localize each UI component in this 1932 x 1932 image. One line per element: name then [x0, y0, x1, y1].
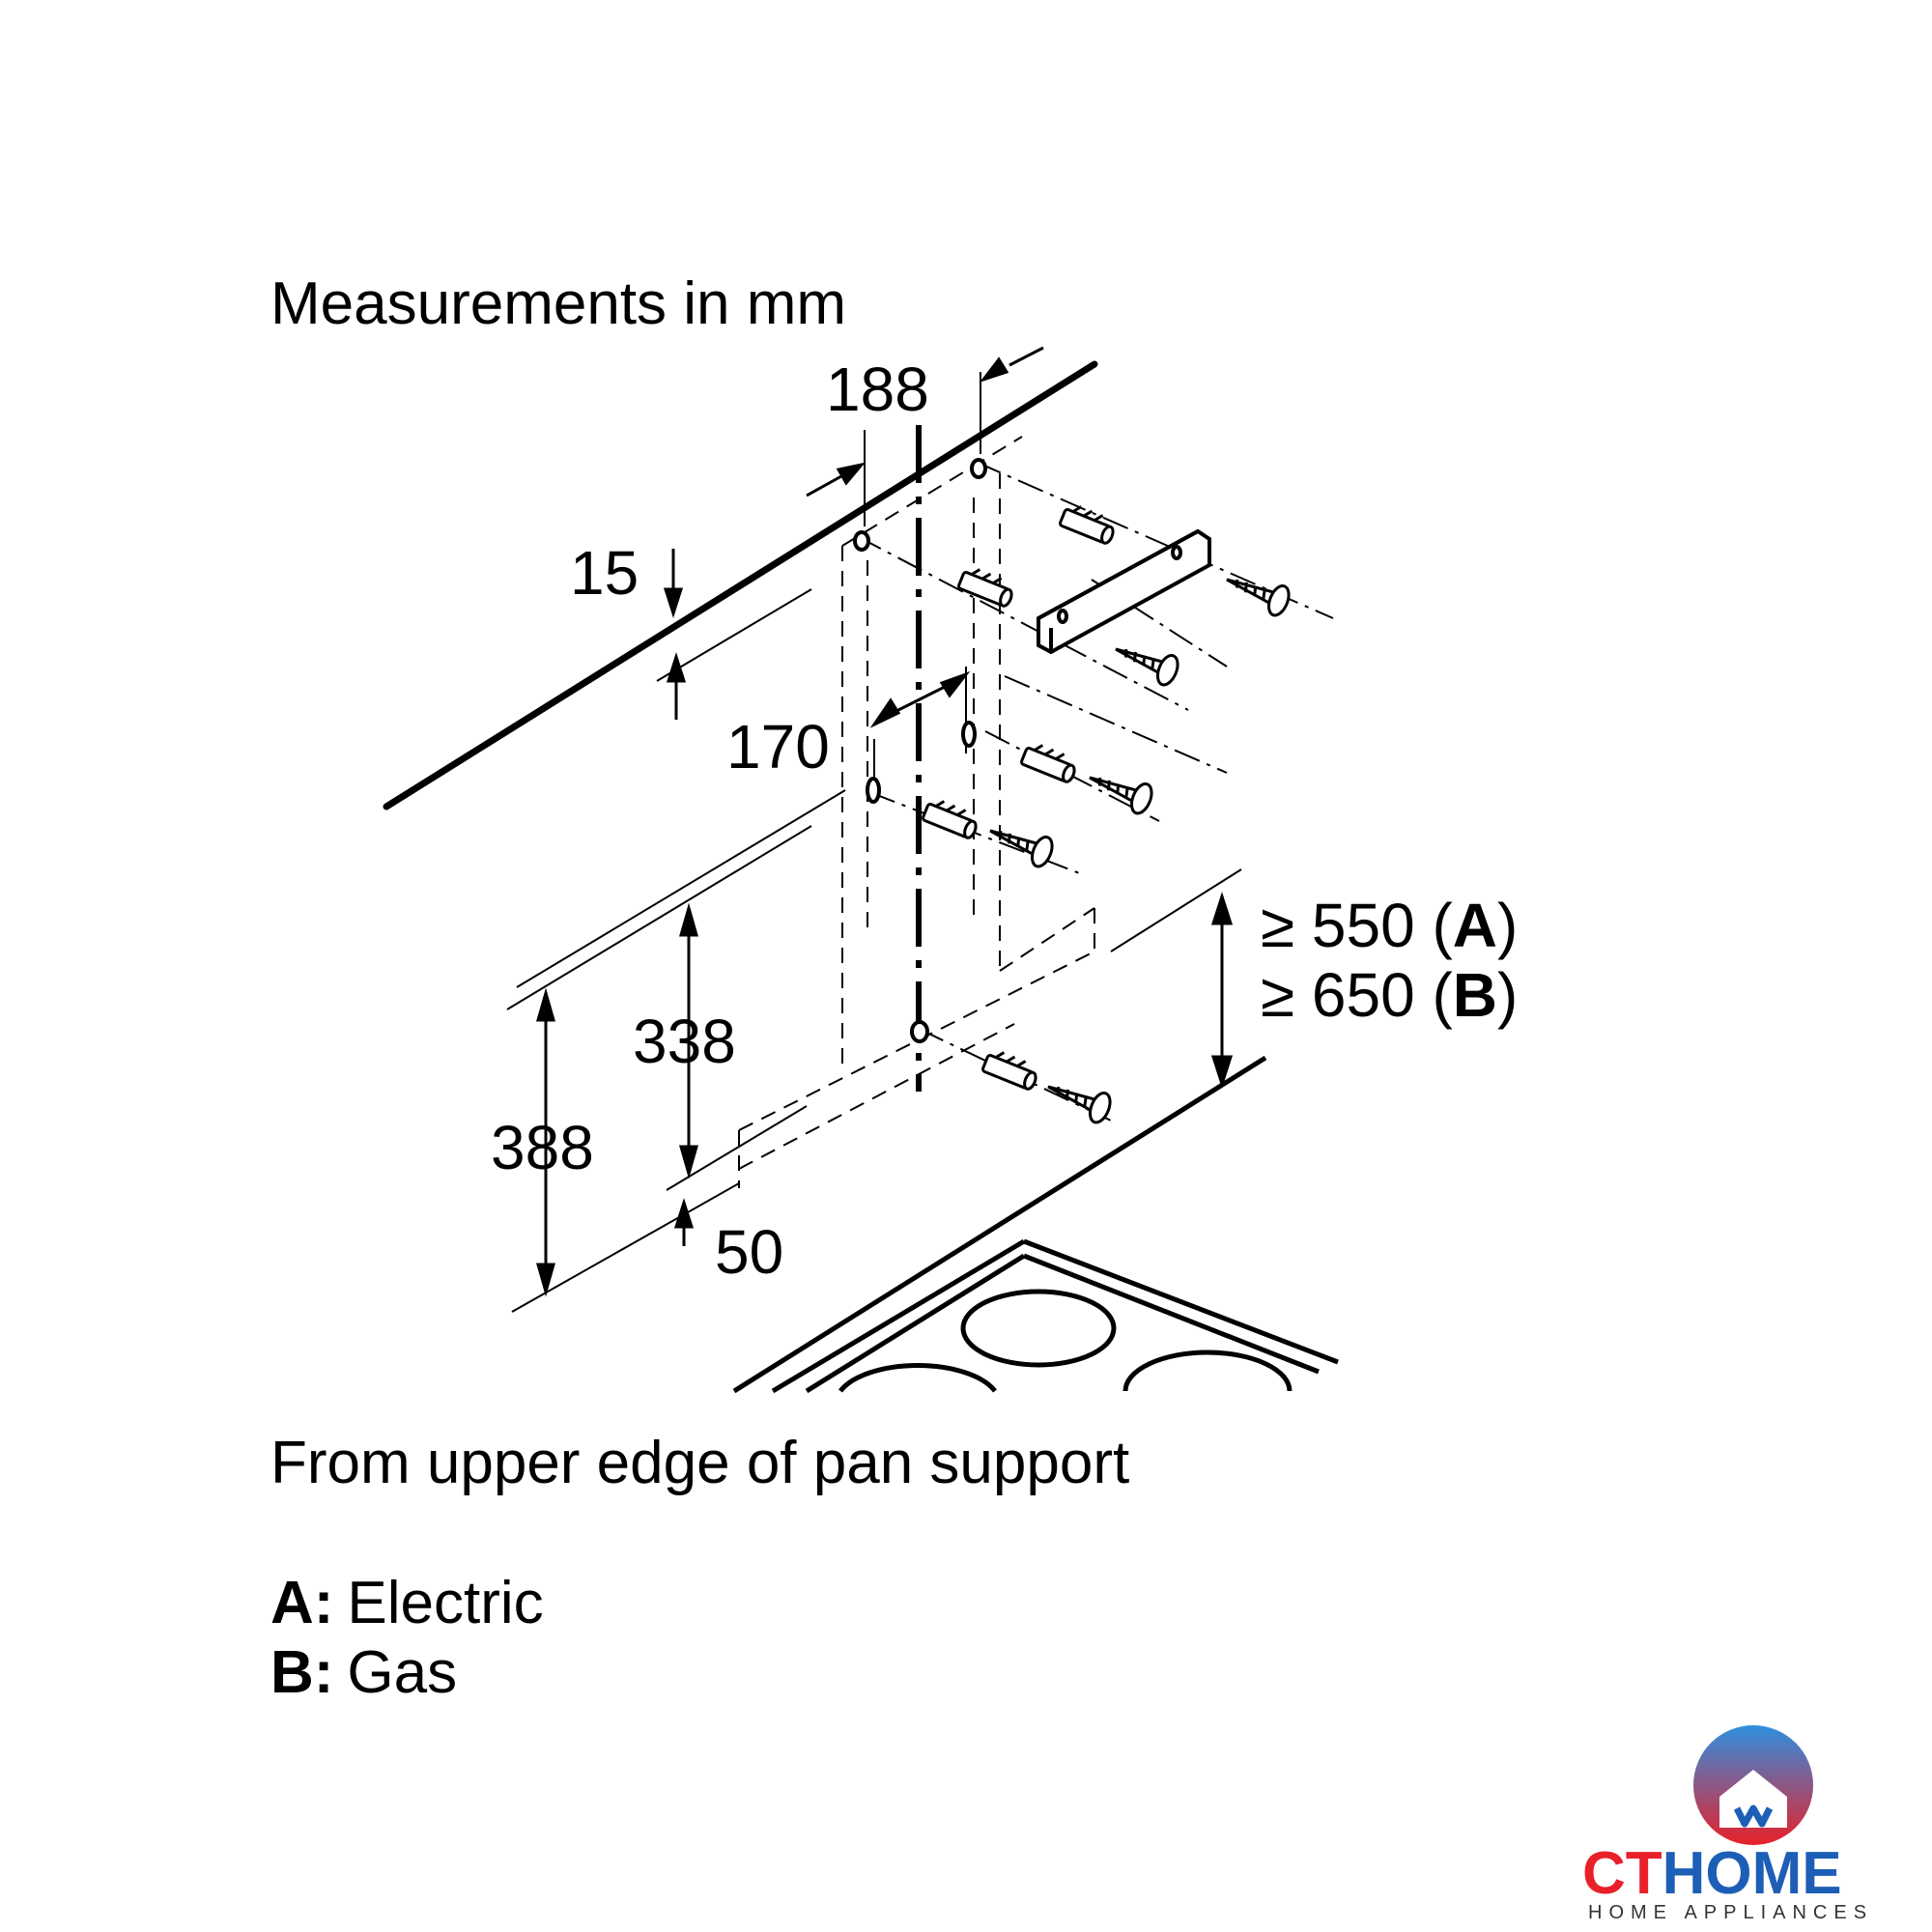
dim-188: 188 — [826, 355, 929, 424]
screw-icon — [1226, 578, 1291, 617]
screw-icon — [1115, 647, 1179, 687]
svg-text:CTHOME: CTHOME — [1582, 1840, 1842, 1907]
cthome-logo-icon: CTHOME HOME APPLIANCES — [1582, 1725, 1873, 1923]
screw-icon — [989, 829, 1054, 868]
mounting-holes — [853, 458, 987, 1043]
brand-logo: CTHOME HOME APPLIANCES — [1575, 1719, 1903, 1923]
wall-plug-icon — [1020, 744, 1076, 783]
wall-plug-icon — [957, 568, 1013, 608]
cooktop — [732, 1055, 1339, 1394]
cooktop-burner-rear — [960, 1289, 1117, 1368]
wall-plug-icon — [981, 1051, 1037, 1091]
mounting-bracket — [1037, 528, 1211, 655]
dim-min-gas: ≥ 650 (B) — [1261, 960, 1518, 1030]
logo-tagline: HOME APPLIANCES — [1588, 1902, 1873, 1922]
screw-icon — [1047, 1085, 1112, 1124]
heading: Measurements in mm — [270, 270, 846, 337]
pan-support-note: From upper edge of pan support — [270, 1430, 1129, 1496]
screws — [989, 578, 1291, 1124]
cooktop-burner-front-right — [1122, 1350, 1293, 1392]
ceiling-edge — [383, 360, 1098, 810]
reference-lines — [506, 372, 1242, 1313]
dim-15: 15 — [570, 538, 639, 608]
dim-min-electric: ≥ 550 (A) — [1261, 891, 1518, 960]
logo-brand-blue: HOME — [1662, 1840, 1842, 1907]
legend-item-b: B:Gas — [270, 1639, 457, 1706]
logo-brand-red: CT — [1582, 1840, 1662, 1907]
dimension-arrows — [536, 346, 1234, 1297]
dim-170: 170 — [726, 712, 830, 781]
screw-icon — [1089, 776, 1153, 815]
dim-388: 388 — [491, 1113, 594, 1182]
chimney-outline — [738, 436, 1095, 1188]
wall-plug-icon — [1059, 505, 1115, 545]
cooktop-burner-front-left — [838, 1363, 997, 1393]
wall-plug-icon — [922, 800, 978, 839]
dim-338: 338 — [633, 1007, 736, 1076]
dim-50: 50 — [715, 1217, 783, 1287]
legend-item-a: A:Electric — [270, 1570, 544, 1636]
wall-plugs — [922, 505, 1115, 1091]
